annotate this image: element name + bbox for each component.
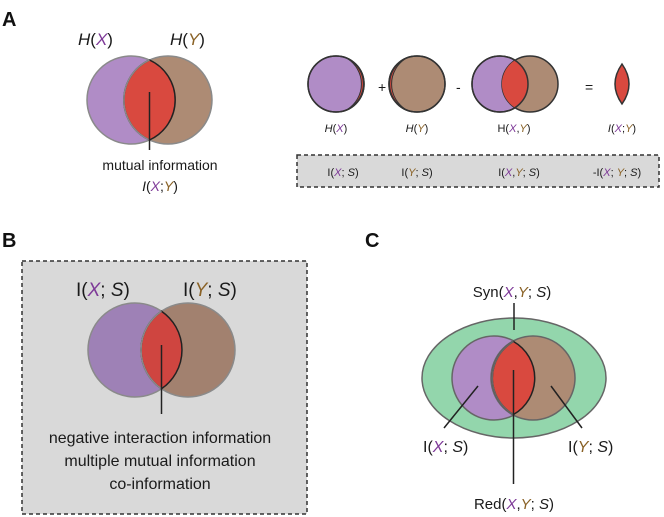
venn-mutual-information: [86, 55, 213, 150]
eq-minus: -: [456, 79, 461, 95]
panel-b-ixs-label: I(X; S): [76, 280, 130, 301]
panel-b-caption-1: negative interaction information: [49, 430, 271, 447]
eq-label-ixy: I(X;Y): [608, 123, 636, 135]
term-neg-ixys: -I(X; Y; S): [593, 167, 641, 179]
term-ixys: I(X,Y; S): [498, 167, 540, 179]
panel-b-caption-2: multiple mutual information: [64, 453, 255, 470]
panel-b-caption-3: co-information: [109, 476, 210, 493]
term-iys: I(Y; S): [401, 167, 432, 179]
panel-b-letter: B: [2, 230, 16, 252]
eq-plus: +: [378, 79, 386, 95]
hy-label: H(Y): [170, 30, 205, 49]
panel-c-letter: C: [365, 230, 379, 252]
venn-pid: [421, 303, 607, 484]
panel-a-letter: A: [2, 9, 16, 31]
eq-label-hxy: H(X,Y): [497, 123, 530, 135]
panel-c-iys-label: I(Y; S): [568, 439, 613, 456]
eq-equals: =: [585, 79, 593, 95]
term-ixs: I(X; S): [327, 167, 358, 179]
term-box: [296, 154, 660, 188]
eq-term-hy: [388, 55, 446, 113]
eq-term-hxy: [471, 55, 559, 113]
eq-label-hx: H(X): [325, 123, 348, 135]
hx-label: H(X): [78, 30, 113, 49]
eq-term-ixy: [614, 62, 630, 106]
eq-label-hy: H(Y): [406, 123, 429, 135]
panel-b-iys-label: I(Y; S): [183, 280, 237, 301]
mutual-information-symbol: I(X;Y): [142, 178, 178, 194]
mutual-information-caption: mutual information: [102, 157, 217, 173]
syn-label: Syn(X,Y; S): [473, 284, 551, 301]
eq-term-hx: [307, 55, 365, 113]
red-label: Red(X,Y; S): [474, 496, 554, 513]
panel-c-ixs-label: I(X; S): [423, 439, 468, 456]
venn-co-information: [87, 302, 236, 414]
